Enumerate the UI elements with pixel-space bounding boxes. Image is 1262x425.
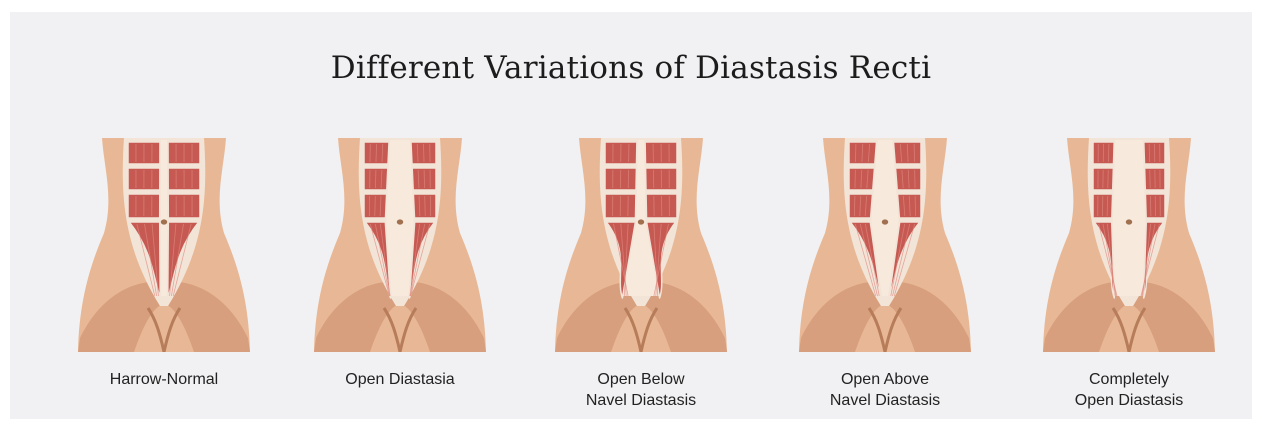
muscle-fiber: [1150, 196, 1151, 216]
label-line: Completely: [1029, 369, 1229, 390]
label-open-diastasia: Open Diastasia: [300, 369, 500, 390]
navel: [161, 219, 167, 224]
torso-illustration: [64, 138, 264, 352]
linea-alba: [1113, 140, 1146, 296]
page-title: Different Variations of Diastasis Recti: [10, 50, 1252, 86]
torso-figure-open-below-navel: [541, 138, 741, 352]
torso-figure-completely-open: [1029, 138, 1229, 352]
navel: [882, 219, 888, 224]
label-line: Open Diastasis: [1029, 390, 1229, 411]
torso-illustration: [1029, 138, 1229, 352]
label-line: Harrow-Normal: [64, 369, 264, 390]
linea-alba: [386, 140, 413, 296]
torso-figure-open-diastasia: [300, 138, 500, 352]
label-line: Open Above: [785, 369, 985, 390]
diagram-panel: Different Variations of Diastasis Recti …: [10, 12, 1252, 419]
muscle-fiber: [424, 170, 425, 188]
navel: [638, 219, 644, 224]
muscle-fiber: [375, 196, 376, 216]
label-line: Navel Diastasis: [785, 390, 985, 411]
label-completely-open: Completely Open Diastasis: [1029, 369, 1229, 411]
muscle-fiber: [375, 170, 376, 188]
label-open-above-navel: Open Above Navel Diastasis: [785, 369, 985, 411]
torso-figure-open-above-navel: [785, 138, 985, 352]
torso-figure-harrow-normal: [64, 138, 264, 352]
muscle-fiber: [1107, 196, 1108, 216]
muscle-fiber: [1108, 170, 1109, 188]
muscle-fiber: [1149, 144, 1150, 162]
muscle-fiber: [423, 144, 424, 162]
linea-alba: [161, 140, 168, 296]
torso-illustration: [541, 138, 741, 352]
navel: [397, 219, 403, 224]
muscle-fiber: [425, 196, 426, 216]
label-line: Navel Diastasis: [541, 390, 741, 411]
label-line: Open Diastasia: [300, 369, 500, 390]
label-harrow-normal: Harrow-Normal: [64, 369, 264, 390]
muscle-fiber: [1150, 170, 1151, 188]
muscle-fiber: [376, 144, 377, 162]
muscle-fiber: [1108, 144, 1109, 162]
label-open-below-navel: Open Below Navel Diastasis: [541, 369, 741, 411]
navel: [1126, 219, 1132, 224]
torso-illustration: [300, 138, 500, 352]
label-line: Open Below: [541, 369, 741, 390]
torso-illustration: [785, 138, 985, 352]
